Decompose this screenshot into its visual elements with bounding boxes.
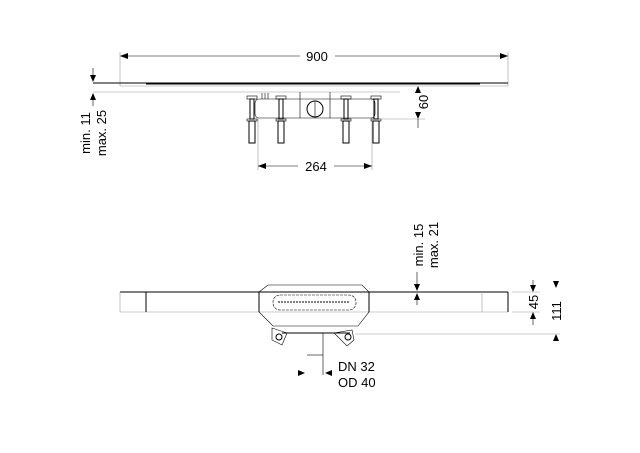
top-view: 900 min. 11 max. 25 xyxy=(78,49,509,174)
drain-mechanism xyxy=(246,92,382,144)
leveling-feet xyxy=(246,95,382,144)
adjust-min-label: min. 11 xyxy=(78,112,93,154)
drain-plate: min. 11 max. 25 xyxy=(78,68,508,156)
total-height-label: 111 xyxy=(549,301,564,321)
dimension-60: 60 xyxy=(380,86,431,128)
height-label: 60 xyxy=(416,95,431,109)
channel-height-label: 45 xyxy=(526,295,541,309)
grate-max-label: max. 21 xyxy=(426,222,441,268)
dimension-900: 900 xyxy=(119,49,509,86)
leg-spacing-label: 264 xyxy=(305,159,327,174)
adjust-max-label: max. 25 xyxy=(94,110,109,156)
grate-min-label: min. 15 xyxy=(411,224,426,267)
mounting-brackets xyxy=(271,327,355,347)
dimension-111: 111 xyxy=(355,281,564,341)
width-label: 900 xyxy=(306,49,328,64)
dimension-45: 45 xyxy=(512,280,541,325)
side-view: min. 15 max. 21 45 111 DN 3 xyxy=(119,222,564,390)
outlet-od-label: OD 40 xyxy=(338,375,376,390)
grate-adjustment-dimension: min. 15 max. 21 xyxy=(411,222,441,305)
outlet-dn-label: DN 32 xyxy=(338,359,375,374)
outlet-dimension: DN 32 OD 40 xyxy=(298,333,376,390)
channel-body xyxy=(119,284,509,334)
dimension-264: 264 xyxy=(257,118,373,174)
